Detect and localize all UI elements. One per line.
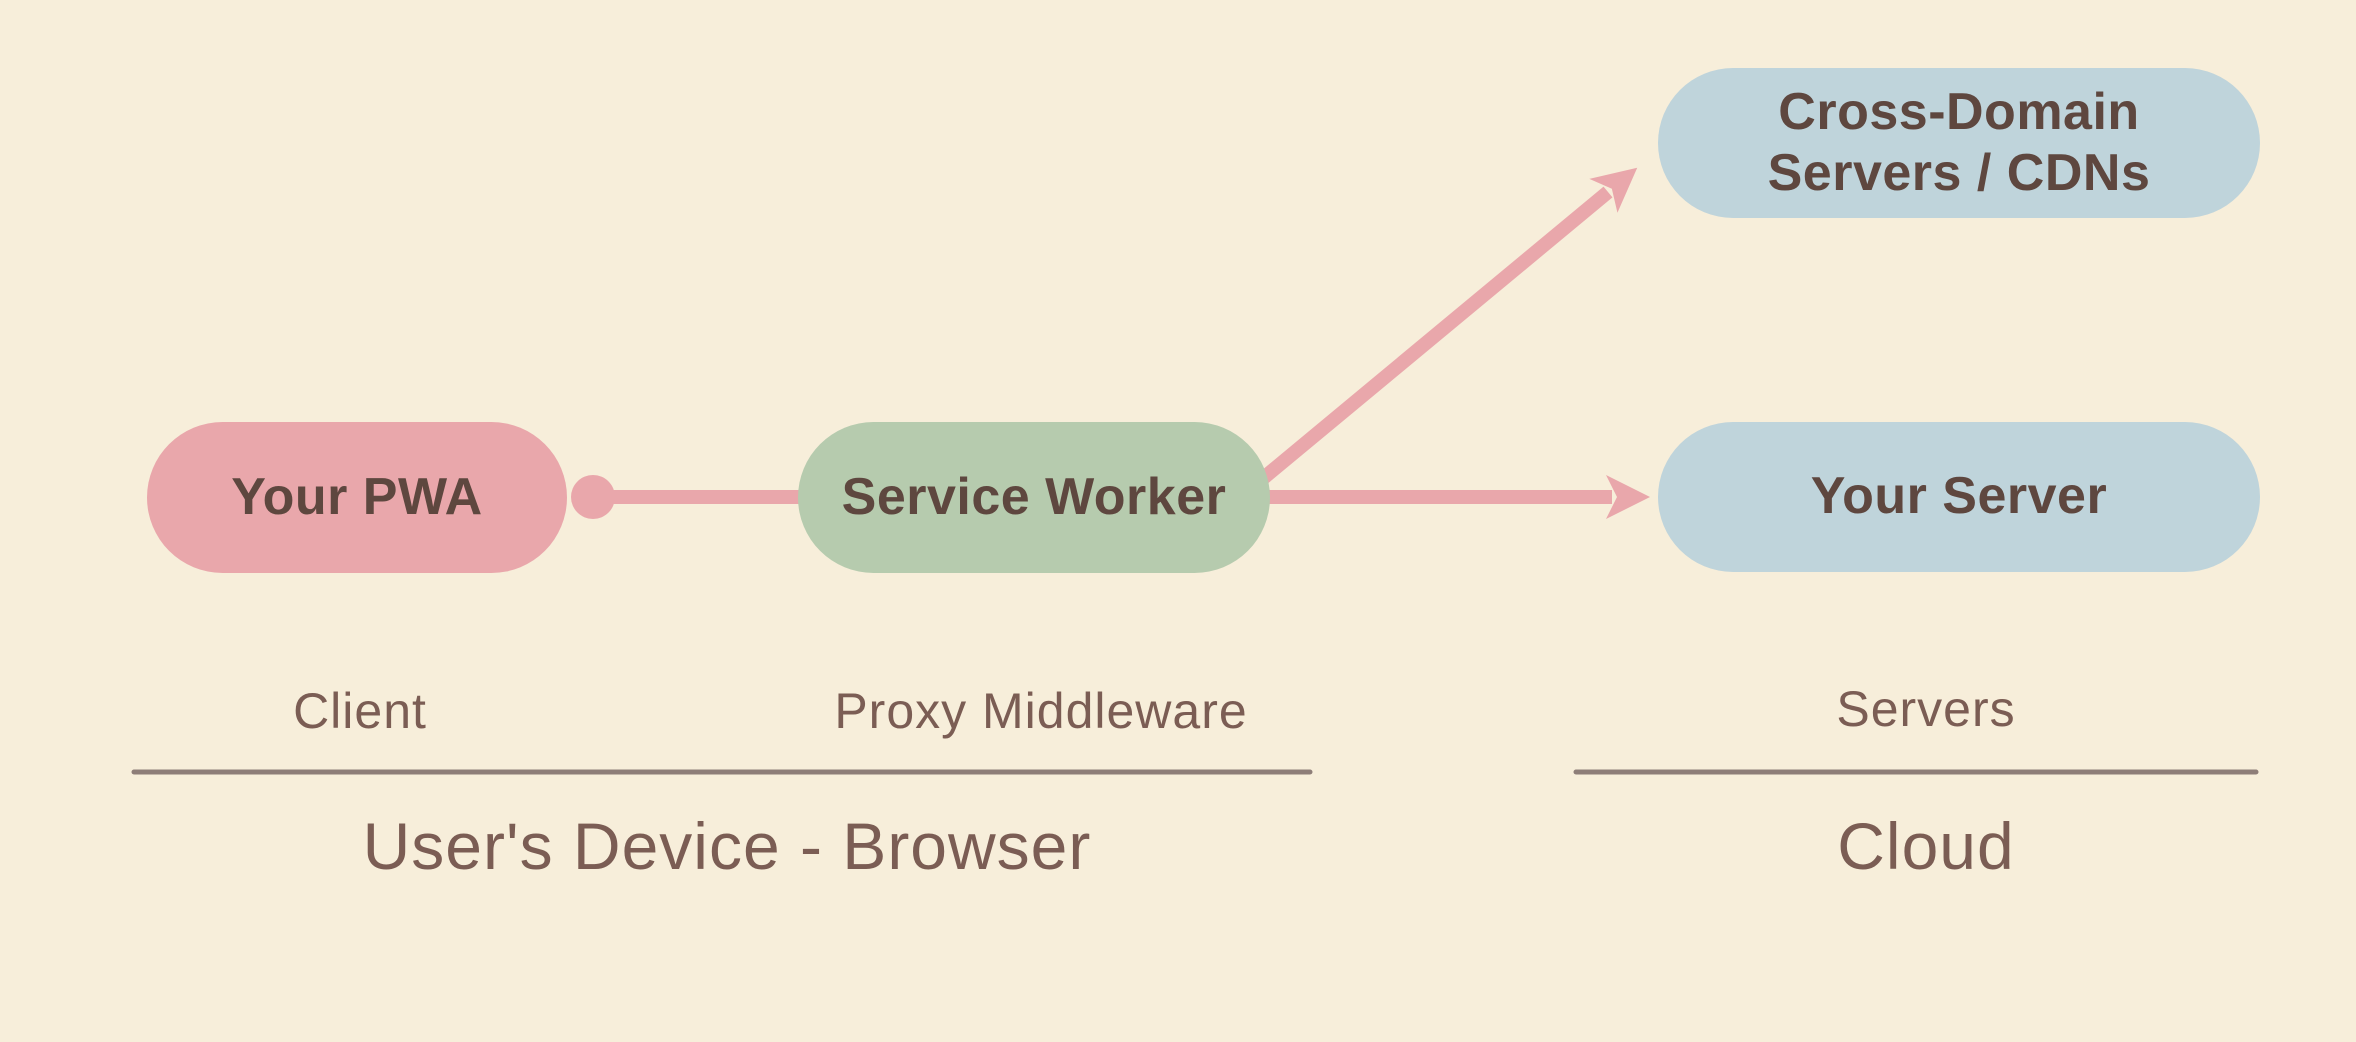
group-label-cloud: Cloud [1837,809,2015,883]
node-cross-domain-servers: Cross-Domain Servers / CDNs [1658,68,2260,218]
arrow-service-worker-to-cross-domain [1238,167,1638,501]
pwa-connector-dot [571,475,615,519]
node-service-worker: Service Worker [798,422,1270,573]
caption-servers: Servers [1836,681,2016,737]
caption-proxy-middleware: Proxy Middleware [834,683,1248,739]
node-your-pwa-label: Your PWA [231,467,483,526]
node-your-server-label: Your Server [1810,467,2108,526]
node-service-worker-label: Service Worker [841,467,1227,526]
node-your-pwa: Your PWA [147,422,567,573]
node-cross-domain-servers-label: Cross-Domain Servers / CDNs [1767,82,2151,202]
caption-client: Client [293,683,427,739]
node-your-server: Your Server [1658,422,2260,572]
group-label-users-device-browser: User's Device - Browser [362,809,1092,883]
